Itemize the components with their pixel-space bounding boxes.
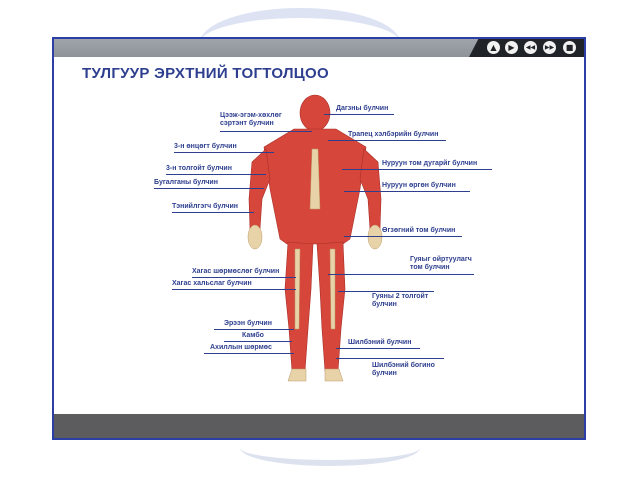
label-left-2: 3-н өнцөгт булчин xyxy=(174,143,237,150)
stop-icon[interactable]: ■ xyxy=(563,41,576,54)
leader-line xyxy=(172,289,296,290)
label-left-9: Камбо xyxy=(242,332,264,339)
background-arc xyxy=(200,8,400,78)
slide-top-bar xyxy=(54,39,584,57)
figure-left-foot xyxy=(287,368,307,382)
figure-left-hand xyxy=(247,224,263,250)
next-icon[interactable]: ▶ xyxy=(505,41,518,54)
leader-line xyxy=(224,341,292,342)
leader-line xyxy=(172,212,254,213)
figure-head xyxy=(299,94,331,132)
leader-line xyxy=(336,348,420,349)
up-icon[interactable]: ▲ xyxy=(487,41,500,54)
leader-line xyxy=(204,353,294,354)
label-left-3: 3-н толгойт булчин xyxy=(166,165,232,172)
leader-line xyxy=(338,291,434,292)
human-muscle-figure xyxy=(247,94,383,382)
leader-line xyxy=(154,188,264,189)
leader-line xyxy=(344,236,462,237)
figure-spine xyxy=(309,148,321,210)
leader-line xyxy=(324,114,394,115)
slide-title: ТУЛГУУР ЭРХТНИЙ ТОГТОЛЦОО xyxy=(82,65,329,82)
slide-frame: ▲ ▶ ◀◀ ▶▶ ■ ТУЛГУУР ЭРХТНИЙ ТОГТОЛЦОО Цэ… xyxy=(52,37,586,440)
label-right-4: Нуруун өргөн булчин xyxy=(382,182,456,189)
label-left-10: Ахиллын шөрмөс xyxy=(210,344,272,351)
label-right-8: Шилбэний булчин xyxy=(348,339,412,346)
leader-line xyxy=(344,191,470,192)
background-arc-bottom xyxy=(240,430,420,466)
label-left-8: Эрээн булчин xyxy=(224,320,272,327)
figure-right-tendon xyxy=(329,248,336,330)
figure-right-arm xyxy=(359,148,382,230)
label-right-5: Өгзөгний том булчин xyxy=(382,227,456,234)
figure-left-tendon xyxy=(294,248,301,330)
figure-right-foot xyxy=(324,368,344,382)
figure-right-hand xyxy=(367,224,383,250)
label-left-7: Хагас хальслаг булчин xyxy=(172,280,252,287)
leader-line xyxy=(336,358,444,359)
rewind-icon[interactable]: ◀◀ xyxy=(524,41,537,54)
leader-line xyxy=(220,131,312,132)
label-right-2: Трапец хэлбэрийн булчин xyxy=(348,131,439,138)
leader-line xyxy=(342,169,492,170)
label-right-1: Дагзны булчин xyxy=(336,105,389,112)
fast-forward-icon[interactable]: ▶▶ xyxy=(543,41,556,54)
leader-line xyxy=(214,329,294,330)
label-right-3: Нуруун том дугарйг булчин xyxy=(382,160,478,167)
leader-line xyxy=(166,174,266,175)
leader-line xyxy=(192,277,296,278)
label-left-4: Бугалганы булчин xyxy=(154,179,218,186)
leader-line xyxy=(328,274,474,275)
leader-line xyxy=(328,140,446,141)
slide-bottom-bar xyxy=(54,414,584,438)
leader-line xyxy=(174,152,274,153)
label-left-6: Хагас шөрмөслөг булчин xyxy=(192,268,280,275)
figure-left-arm xyxy=(248,148,271,230)
label-left-5: Тэнийлгэгч булчин xyxy=(172,203,239,210)
playback-controls: ▲ ▶ ◀◀ ▶▶ ■ xyxy=(469,39,584,57)
